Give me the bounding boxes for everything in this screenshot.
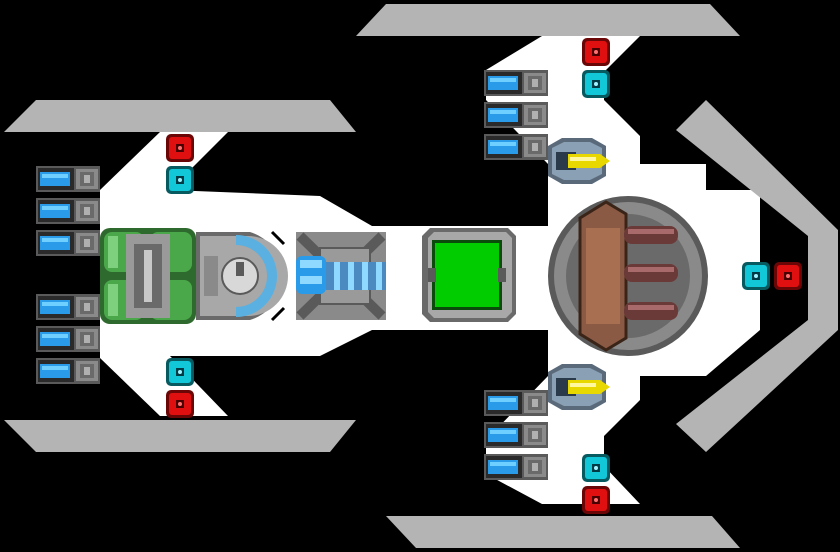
armor-plates [4, 4, 838, 548]
command-module-icon [422, 228, 516, 322]
turret-icon [548, 196, 708, 356]
armor-plate-chevron [676, 100, 838, 452]
thruster-icon [484, 134, 548, 160]
thruster-icon [36, 326, 100, 352]
gun-icon [548, 364, 610, 410]
thruster-icon [36, 358, 100, 384]
shield-emitter-cyan-icon [166, 166, 194, 194]
shield-emitter-red-icon [166, 390, 194, 418]
gun-icon [548, 138, 610, 184]
shield-emitter-red-icon [774, 262, 802, 290]
cannon-icon [270, 230, 386, 322]
shield-emitter-cyan-icon [166, 358, 194, 386]
thruster-icon [36, 294, 100, 320]
thruster-icon [36, 166, 100, 192]
shield-emitter-red-icon [582, 38, 610, 66]
shield-emitter-cyan-icon [582, 70, 610, 98]
thruster-icon [36, 198, 100, 224]
shield-emitter-cyan-icon [582, 454, 610, 482]
thruster-icon [484, 422, 548, 448]
generator-icon [196, 232, 288, 320]
thruster-icon [484, 390, 548, 416]
armor-plate-bottom-right [386, 516, 740, 548]
shield-emitter-red-icon [166, 134, 194, 162]
thruster-icon [484, 454, 548, 480]
armor-plate-top-right [356, 4, 740, 36]
thruster-icon [484, 102, 548, 128]
thruster-icon [484, 70, 548, 96]
armor-plate-bottom-left [4, 420, 356, 452]
shield-emitter-red-icon [582, 486, 610, 514]
shield-emitter-cyan-icon [742, 262, 770, 290]
thruster-icon [36, 230, 100, 256]
reactor-icon [100, 228, 196, 324]
thruster-group-left [36, 166, 100, 384]
armor-plate-top-left [4, 100, 356, 132]
